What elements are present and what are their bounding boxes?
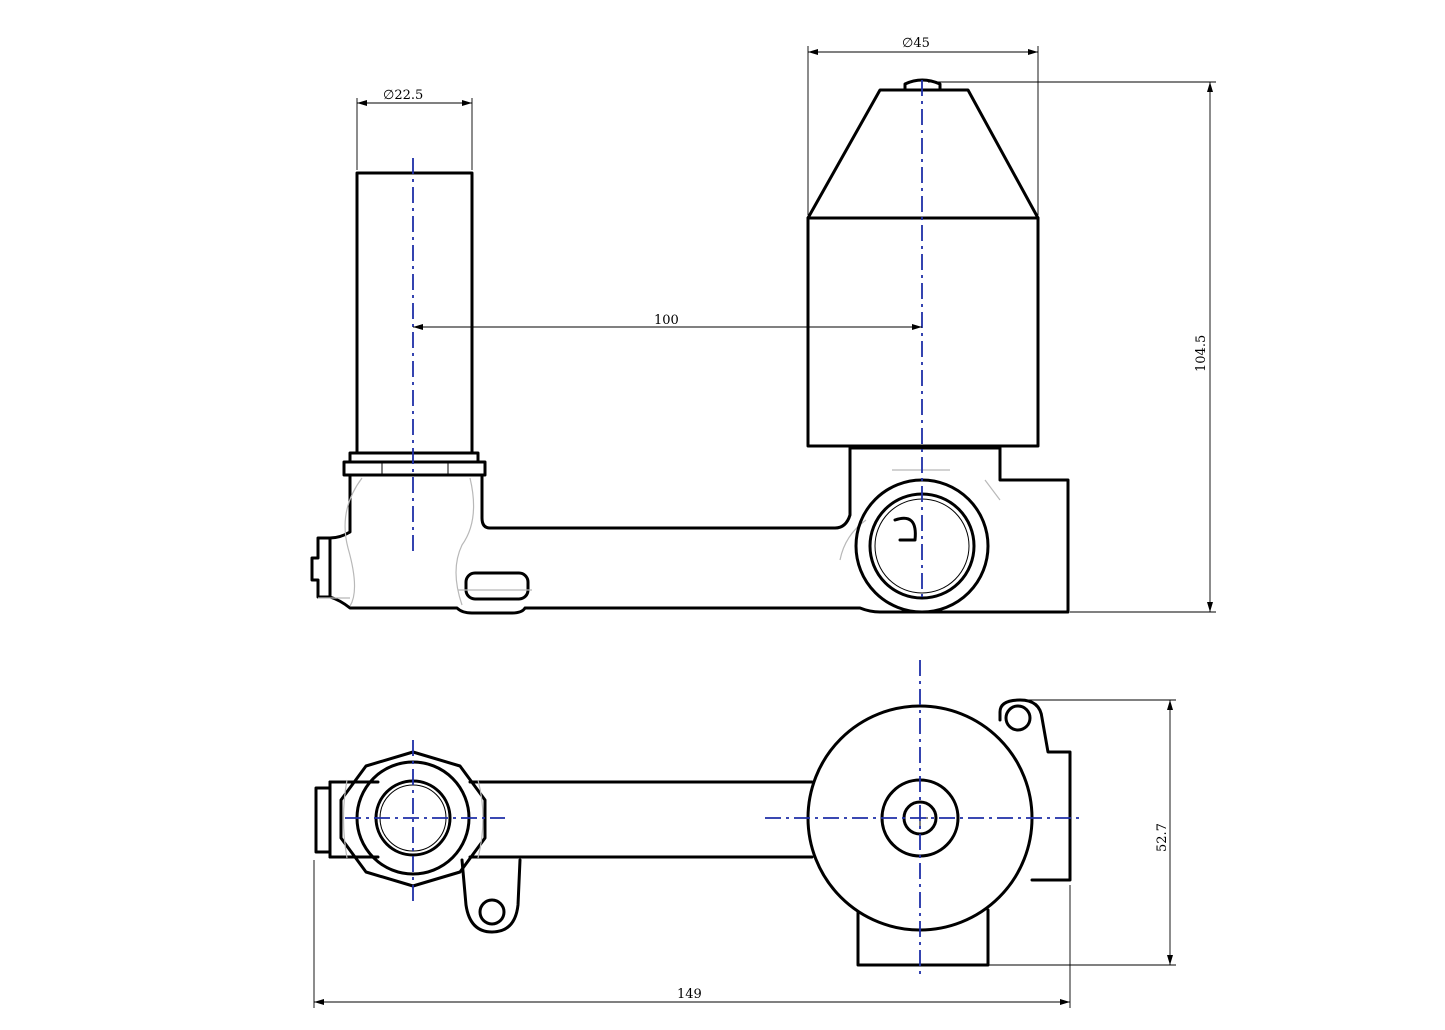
dim-inlet-diameter-text: ∅22.5	[383, 88, 423, 103]
dim-total-length: 149	[313, 860, 1071, 1008]
inlet-pipe	[355, 171, 474, 455]
valve-cylinder	[806, 216, 1040, 448]
dim-plan-depth-text: 52.7	[1155, 823, 1170, 852]
plan-lower-lug	[460, 858, 522, 934]
front-view: ∅22.5 ∅45 100 104.5	[310, 36, 1216, 615]
dim-center-distance: 100	[413, 313, 922, 330]
side-plug	[310, 536, 332, 599]
plan-upper-lug-hole	[1004, 704, 1032, 732]
plan-bottom-outlet	[856, 908, 990, 967]
valve-cone	[806, 88, 1040, 220]
dim-total-height: 104.5	[928, 81, 1216, 613]
body-slot	[464, 571, 530, 601]
plan-side-plug	[314, 786, 332, 854]
dim-body-diameter-text: ∅45	[902, 36, 930, 51]
internal-port	[893, 516, 917, 542]
dim-center-distance-text: 100	[654, 313, 679, 328]
plan-lower-lug-hole	[478, 898, 506, 926]
dim-body-diameter: ∅45	[807, 36, 1039, 215]
dim-total-height-text: 104.5	[1194, 335, 1209, 372]
dim-total-length-text: 149	[677, 987, 702, 1002]
dim-plan-depth: 52.7	[988, 699, 1176, 966]
valve-body-outline	[328, 446, 1070, 615]
plan-arm	[328, 780, 814, 859]
dim-inlet-diameter: ∅22.5	[356, 88, 473, 170]
plan-view: 52.7 149	[313, 660, 1176, 1008]
hex-nut	[342, 460, 487, 477]
